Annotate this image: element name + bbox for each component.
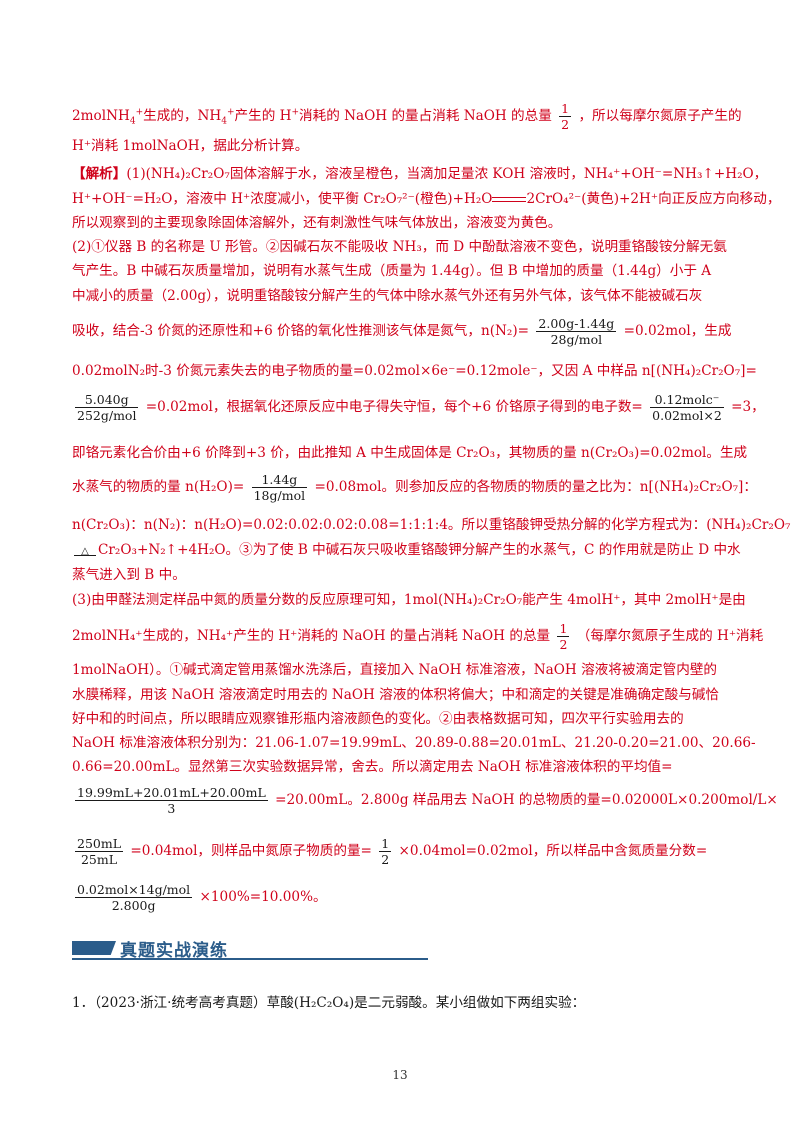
text-run: =3， (731, 399, 765, 415)
text-line: 好中和的时间点，所以眼睛应观察锥形瓶内溶液颜色的变化。②由表格数据可知，四次平行… (72, 711, 684, 727)
text-run: 吸收，结合-3 价氮的还原性和+6 价铬的氧化性推测该气体是氮气，n(N₂)= (72, 323, 530, 339)
text-line: 即铬元素化合价由+6 价降到+3 价，由此推知 A 中生成固体是 Cr₂O₃，其… (72, 445, 748, 461)
text-line: 1molNaOH）。①碱式滴定管用蒸馏水洗涤后，直接加入 NaOH 标准溶液，N… (72, 662, 718, 678)
text-run: =0.02mol，根据氧化还原反应中电子得失守恒，每个+6 价铬原子得到的电子数… (145, 399, 643, 415)
text-line: n(Cr₂O₃)：n(N₂)：n(H₂O)=0.02:0.02:0.02:0.0… (72, 517, 791, 533)
section-title: 真题实战演练 (120, 941, 228, 961)
text-line: H⁺消耗 1molNaOH，据此分析计算。 (72, 138, 309, 154)
text-run: =0.02mol，生成 (623, 323, 732, 339)
text-run: Cr₂O₃+N₂↑+4H₂O。③为了使 B 中碱石灰只吸收重铬酸钾分解产生的水蒸… (98, 542, 741, 558)
formula: H₂C₂O₄ (299, 995, 349, 1011)
question-line: 1．（2023·浙江·统考高考真题）草酸(H₂C₂O₄)是二元弱酸。某小组做如下… (72, 994, 585, 1012)
text-run: 生成的，NH (143, 108, 222, 124)
analysis-label: 【解析】 (72, 166, 127, 182)
text-run: =0.04mol，则样品中氮原子物质的量= (130, 843, 372, 859)
text-line: H⁺+OH⁻=H₂O，溶液中 H⁺浓度减小，使平衡 Cr₂O₇²⁻(橙色)+H₂… (72, 190, 780, 208)
text-line: 气产生。B 中碱石灰质量增加，说明有水蒸气生成（质量为 1.44g）。但 B 中… (72, 263, 712, 279)
text-line: (2)①仪器 B 的名称是 U 形管。②因碱石灰不能吸收 NH₃，而 D 中酚酞… (72, 239, 727, 255)
text-line: 水膜稀释，用该 NaOH 溶液滴定时用去的 NaOH 溶液的体积将偏大；中和滴定… (72, 687, 720, 703)
text-line: 蒸气进入到 B 中。 (72, 567, 186, 583)
text-run: 2molNH₄⁺生成的，NH₄⁺产生的 H⁺消耗的 NaOH 的量占消耗 NaO… (72, 628, 551, 644)
section-rule (72, 958, 428, 960)
text-line: NaOH 标准溶液体积分别为：21.06-1.07=19.99mL、20.89-… (72, 735, 756, 751)
text-run: （每摩尔氮原子生成的 H⁺消耗 (576, 628, 764, 644)
text-line: 所以观察到的主要现象除固体溶解外，还有刺激性气味气体放出，溶液变为黄色。 (72, 215, 562, 231)
text-run: 1．（2023·浙江·统考高考真题）草酸( (72, 995, 300, 1011)
text-line: (3)由甲醛法测定样品中氮的质量分数的反应原理可知，1mol(NH₄)₂Cr₂O… (72, 592, 746, 608)
section-heading: 真题实战演练 (72, 935, 428, 961)
text-run: )是二元弱酸。某小组做如下两组实验： (348, 995, 586, 1011)
text-run: =20.00mL。2.800g 样品用去 NaOH 的总物质的量=0.02000… (275, 792, 778, 808)
text-line: 2molNH₄⁺生成的，NH₄⁺产生的 H⁺消耗的 NaOH 的量占消耗 NaO… (72, 621, 763, 652)
heat-symbol-icon: △ (72, 543, 98, 561)
text-run: H⁺+OH⁻=H₂O，溶液中 H⁺浓度减小，使平衡 Cr₂O₇²⁻(橙色)+H₂… (72, 191, 493, 207)
text-run: 产生的 H (234, 108, 292, 124)
text-run: =0.08mol。则参加反应的各物质的物质的量之比为：n[(NH₄)₂Cr₂O₇… (314, 479, 757, 495)
text-run: 水蒸气的物质的量 n(H₂O)= (72, 479, 245, 495)
text-line: 【解析】(1)(NH₄)₂Cr₂O₇固体溶解于水，溶液呈橙色，当滴加足量浓 KO… (72, 165, 767, 183)
text-line: △Cr₂O₃+N₂↑+4H₂O。③为了使 B 中碱石灰只吸收重铬酸钾分解产生的水… (72, 541, 741, 561)
text-run: (1)(NH₄)₂Cr₂O₇固体溶解于水，溶液呈橙色，当滴加足量浓 KOH 溶液… (126, 166, 768, 182)
text-line: 中减小的质量（2.00g），说明重铬酸铵分解产生的气体中除水蒸气外还有另外气体，… (72, 288, 703, 304)
text-line: 2molNH4+生成的，NH4+产生的 H+消耗的 NaOH 的量占消耗 NaO… (72, 101, 742, 132)
text-run: ×0.04mol=0.02mol，所以样品中含氮质量分数= (398, 843, 708, 859)
fraction-electron: 0.12molc⁻0.02mol×2 (650, 392, 724, 423)
text-run: 消耗的 NaOH 的量占消耗 NaOH 的总量 (299, 108, 552, 124)
text-line: 吸收，结合-3 价氮的还原性和+6 价铬的氧化性推测该气体是氮气，n(N₂)= … (72, 316, 732, 347)
text-line: 0.02molN₂时-3 价氮元素失去的电子物质的量=0.02mol×6e⁻=0… (72, 363, 757, 379)
text-run: 2CrO₄²⁻(黄色)+2H⁺向正反应方向移动， (526, 191, 781, 207)
equilibrium-arrow-icon (492, 195, 527, 205)
text-run: ，所以每摩尔氮原子产生的 (578, 108, 742, 124)
text-line: 0.66=20.00mL。显然第三次实验数据异常，舍去。所以滴定用去 NaOH … (72, 759, 673, 775)
section-tab-icon (72, 941, 116, 955)
page-number: 13 (392, 1068, 408, 1082)
text-run: ×100%=10.00%。 (199, 889, 327, 905)
text-run: 2molNH (72, 108, 130, 124)
